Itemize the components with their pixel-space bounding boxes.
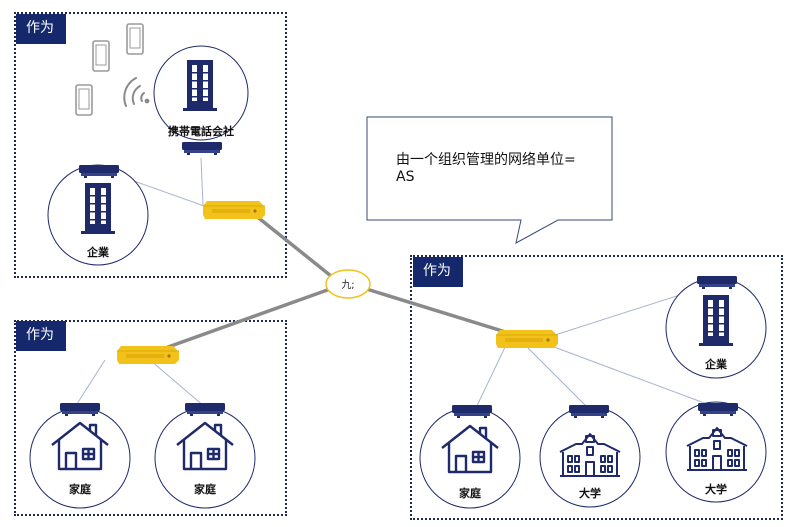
as-tag-right: 作为 [413,257,463,287]
smartphone-icon [92,40,110,72]
building-icon [81,183,115,234]
callout-line-1: 由一个组织管理的网络单位= [396,152,576,168]
home-label: 家庭 [459,486,481,500]
building-icon [183,60,217,111]
callout-bubble [366,116,613,244]
as-box-bottom-left [14,320,287,516]
router-device-icon [182,142,222,155]
home-label: 家庭 [69,482,91,496]
core-router-icon [116,345,180,365]
smartphone-icon [75,84,93,116]
smartphone-icon [126,23,144,55]
as-box-right [410,255,783,520]
wifi-signal-icon [123,77,150,107]
core-router-icon [495,329,559,349]
exchange-point-label: 九; [341,279,354,291]
university-label: 大学 [579,486,601,500]
exchange-point [325,269,371,299]
enterprise-label: 企業 [704,357,728,371]
core-router-icon [202,200,266,220]
as-tag-top-left: 作为 [16,14,66,44]
callout-text: 由一个组织管理的网络单位= AS [396,152,606,186]
as-tag-bottom-left: 作为 [16,321,66,351]
university-label: 大学 [705,482,727,496]
as-box-top-left [14,12,287,278]
carrier-label: 携帯電話会社 [168,124,234,138]
building-icon [699,295,733,346]
home-label: 家庭 [194,482,216,496]
callout-line-2: AS [396,169,415,185]
enterprise-label: 企業 [86,245,110,259]
